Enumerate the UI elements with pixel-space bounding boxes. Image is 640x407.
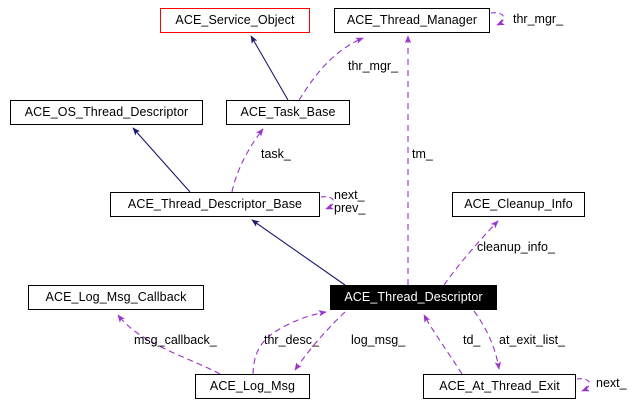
edge-at-thread-exit-self-loop (576, 378, 590, 392)
node-ace-task-base[interactable]: ACE_Task_Base (226, 100, 350, 125)
node-ace-service-object[interactable]: ACE_Service_Object (160, 8, 310, 33)
edge-thread-descriptor-base-to-task-base (231, 128, 264, 193)
node-label: ACE_Thread_Manager (346, 13, 478, 28)
edge-task-base-to-service-object (250, 35, 289, 101)
node-ace-thread-descriptor[interactable]: ACE_Thread_Descriptor (330, 285, 497, 310)
edge-label-at-exit-list: at_exit_list_ (499, 333, 566, 347)
node-ace-cleanup-info[interactable]: ACE_Cleanup_Info (452, 192, 585, 217)
edge-label-thr-desc: thr_desc_ (264, 333, 319, 347)
edge-label-log-msg: log_msg_ (351, 333, 406, 347)
edge-thread-descriptor-to-thread-descriptor-base (251, 219, 346, 286)
node-ace-os-thread-descriptor[interactable]: ACE_OS_Thread_Descriptor (10, 100, 203, 125)
edge-label-td: td_ (463, 333, 481, 347)
edge-label-next-at-exit: next_ (596, 376, 627, 390)
edge-thread-manager-self-loop (490, 12, 505, 26)
node-label: ACE_Thread_Descriptor (344, 290, 483, 305)
edge-label-cleanup-info: cleanup_info_ (477, 240, 555, 254)
edge-thread-descriptor-base-self-loop (320, 196, 334, 210)
node-ace-log-msg-callback[interactable]: ACE_Log_Msg_Callback (28, 285, 204, 310)
node-label: ACE_At_Thread_Exit (439, 379, 560, 394)
edge-label-tm: tm_ (412, 147, 433, 161)
edge-label-next-prev: next_ prev_ (334, 189, 365, 215)
edge-label-next: next_ (334, 188, 365, 202)
node-ace-log-msg[interactable]: ACE_Log_Msg (195, 374, 310, 399)
node-ace-at-thread-exit[interactable]: ACE_At_Thread_Exit (423, 374, 576, 399)
node-ace-thread-descriptor-base[interactable]: ACE_Thread_Descriptor_Base (110, 192, 320, 217)
node-label: ACE_Service_Object (175, 13, 295, 28)
edge-label-thr-mgr-self: thr_mgr_ (513, 12, 564, 26)
edge-label-thr-mgr-task: thr_mgr_ (348, 59, 399, 73)
edge-at-thread-exit-to-thread-descriptor (423, 314, 463, 375)
node-label: ACE_Cleanup_Info (464, 197, 573, 212)
node-label: ACE_OS_Thread_Descriptor (24, 105, 189, 120)
edge-label-msg-callback: msg_callback_ (134, 333, 217, 347)
edge-label-task: task_ (261, 147, 291, 161)
edge-thread-descriptor-base-to-os-thread-descriptor (132, 127, 191, 193)
node-ace-thread-manager[interactable]: ACE_Thread_Manager (334, 8, 490, 33)
edge-label-prev: prev_ (334, 200, 366, 215)
node-label: ACE_Task_Base (240, 105, 336, 120)
node-label: ACE_Thread_Descriptor_Base (127, 197, 303, 212)
node-label: ACE_Log_Msg_Callback (45, 290, 187, 305)
node-label: ACE_Log_Msg (209, 379, 296, 394)
